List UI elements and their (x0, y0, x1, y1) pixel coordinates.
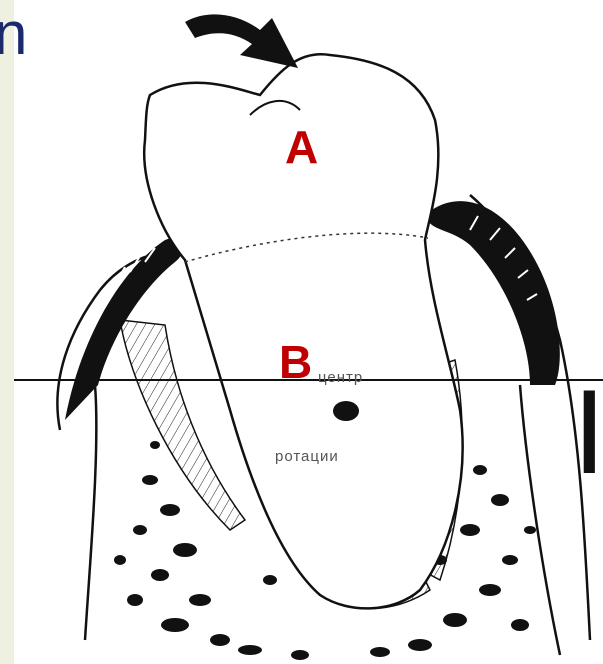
center-of-rotation-dot (333, 401, 359, 421)
force-arrow (185, 14, 298, 68)
center-text-top: центр (318, 369, 363, 386)
center-text-bottom: ротации (275, 448, 339, 465)
slide-title-fragment: n (0, 4, 27, 64)
slide-right-fragment: I (573, 372, 603, 492)
label-a: A (285, 121, 318, 173)
label-b: B (279, 336, 312, 388)
